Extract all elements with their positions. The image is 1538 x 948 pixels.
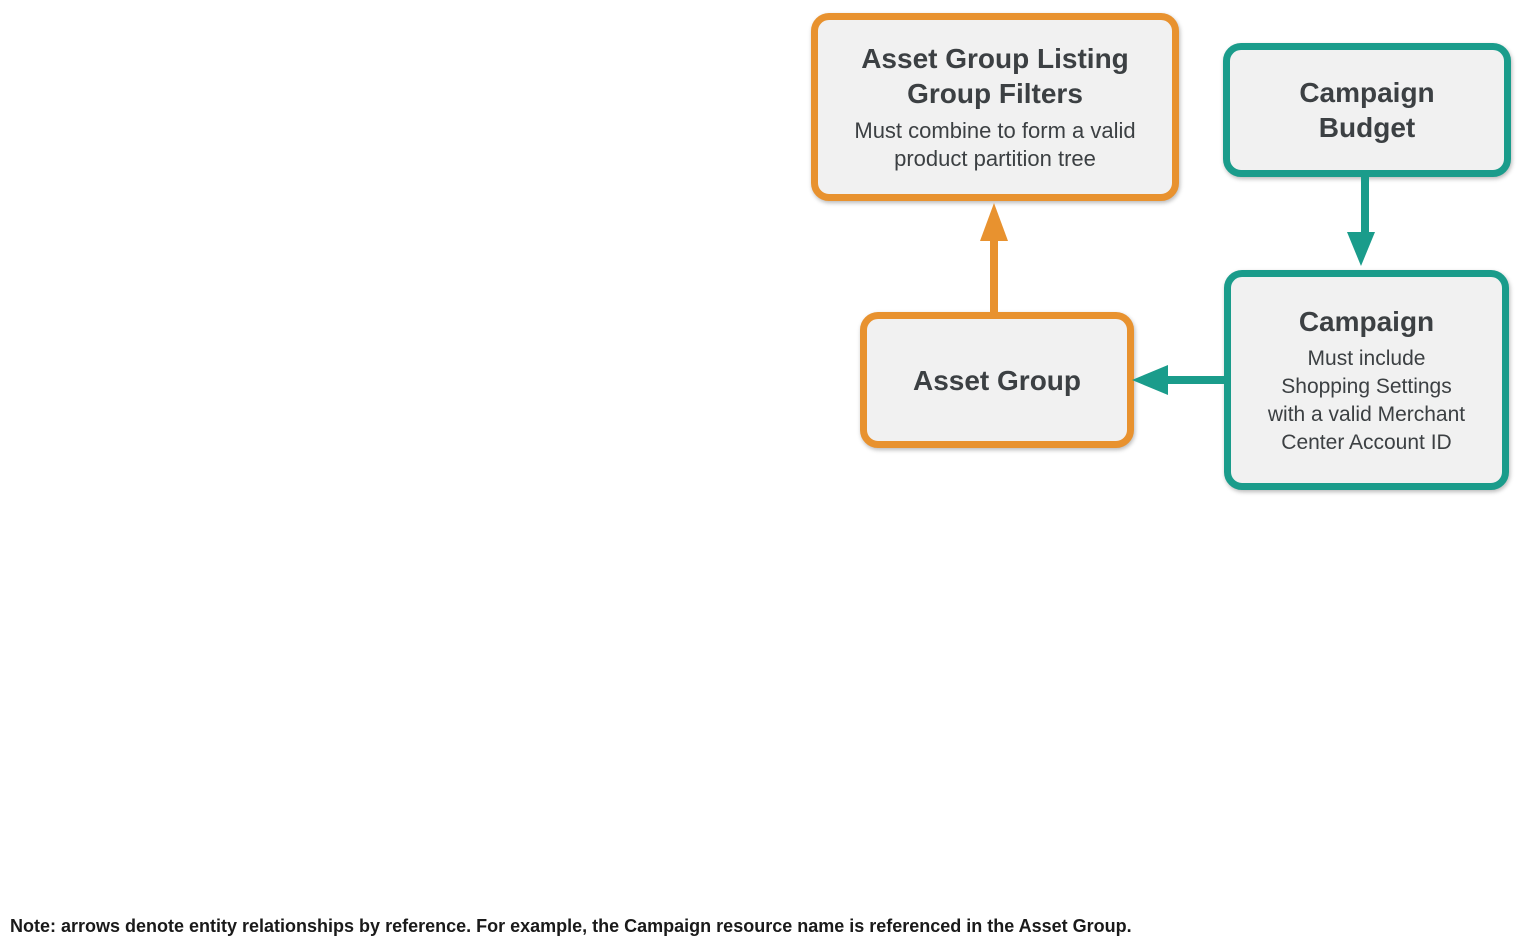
node-campaign-budget: Campaign Budget: [1223, 43, 1511, 177]
arrow-campaign-to-asset-group-shaft: [1164, 376, 1226, 384]
node-asset-group-listing-group-filters: Asset Group Listing Group Filters Must c…: [811, 13, 1179, 201]
arrow-asset-group-to-listing-filters-shaft: [990, 237, 998, 313]
arrow-campaign-budget-to-campaign-head-icon: [1347, 232, 1375, 266]
node-title-asset-group: Asset Group: [912, 364, 1082, 396]
node-subtitle-campaign: Must include Shopping Settings with a va…: [1267, 346, 1466, 454]
footer-note: Note: arrows denote entity relationships…: [10, 916, 1132, 936]
node-asset-group: Asset Group: [860, 312, 1134, 448]
node-title-campaign-budget: Campaign Budget: [1299, 77, 1435, 143]
node-title-asset-group-listing-group-filters: Asset Group Listing Group Filters: [861, 43, 1129, 109]
arrow-campaign-budget-to-campaign-shaft: [1361, 176, 1369, 234]
node-subtitle-asset-group-listing-group-filters: Must combine to form a valid product par…: [854, 118, 1136, 171]
node-campaign: Campaign Must include Shopping Settings …: [1224, 270, 1509, 490]
arrow-asset-group-to-listing-filters-head-icon: [980, 203, 1008, 241]
arrow-campaign-to-asset-group-head-icon: [1132, 365, 1168, 395]
node-title-campaign: Campaign: [1298, 305, 1435, 337]
